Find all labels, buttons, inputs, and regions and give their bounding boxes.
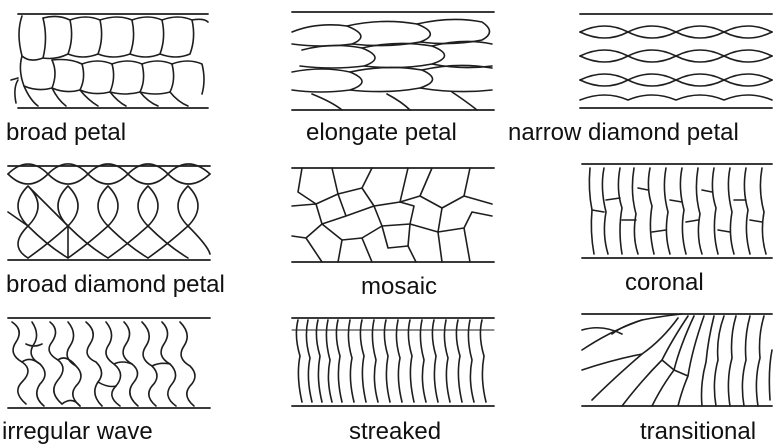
broad-petal-label: broad petal — [6, 121, 126, 145]
irregular-wave-illustration — [6, 316, 210, 412]
elongate-petal-label: elongate petal — [306, 121, 457, 145]
broad-petal-illustration — [8, 8, 208, 113]
irregular-wave-label: irregular wave — [2, 420, 153, 444]
transitional-label: transitional — [640, 420, 756, 444]
streaked-illustration — [292, 316, 494, 410]
coronal-label: coronal — [625, 271, 704, 295]
broad-diamond-petal-label: broad diamond petal — [6, 273, 225, 297]
narrow-diamond-petal-label: narrow diamond petal — [508, 121, 739, 145]
transitional-illustration — [582, 310, 772, 410]
streaked-label: streaked — [349, 420, 441, 444]
broad-diamond-petal-illustration — [8, 164, 210, 264]
elongate-petal-illustration — [292, 10, 494, 114]
narrow-diamond-petal-illustration — [580, 10, 772, 114]
mosaic-illustration — [292, 166, 494, 266]
mosaic-label: mosaic — [361, 275, 437, 299]
coronal-illustration — [582, 160, 772, 262]
